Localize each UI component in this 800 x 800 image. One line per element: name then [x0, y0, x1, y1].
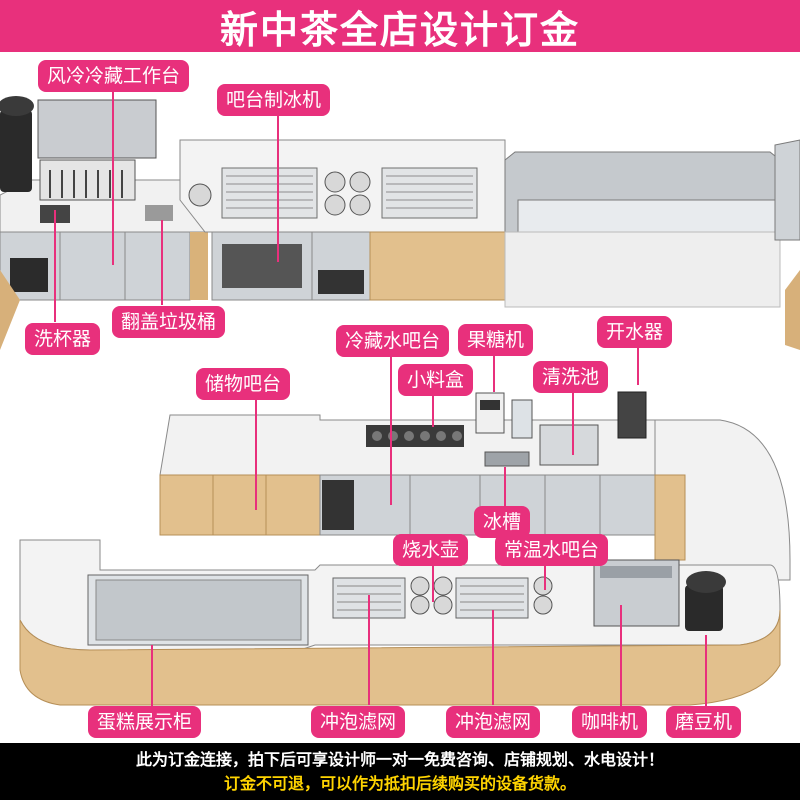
label-shao-shui-hu: 烧水壶: [393, 534, 469, 566]
label-mo-dou-ji: 磨豆机: [666, 706, 742, 738]
front-counter: [19, 539, 781, 706]
label-xi-bei-qi: 洗杯器: [25, 323, 101, 355]
label-chang-wen-shui-ba: 常温水吧台: [495, 534, 609, 566]
label-ba-tai-zhi-bing: 吧台制冰机: [217, 84, 331, 116]
label-guo-tang-ji: 果糖机: [458, 324, 534, 356]
label-qing-xi-chi: 清洗池: [533, 361, 609, 393]
footer-line-1: 此为订金连接，拍下后可享设计师一对一免费咨询、店铺规划、水电设计！: [135, 749, 664, 769]
footer-line-2: 订金不可退，可以作为抵扣后续购买的设备货款。: [223, 773, 576, 793]
label-kai-shui-qi: 开水器: [597, 316, 673, 348]
label-chu-wu-ba-tai: 储物吧台: [196, 368, 291, 400]
label-bing-cao: 冰槽: [474, 506, 531, 538]
label-leng-cang-shui-ba: 冷藏水吧台: [336, 325, 450, 357]
back-counter: [0, 96, 800, 350]
middle-counter: [159, 391, 791, 581]
label-dan-gao-zhan-shi: 蛋糕展示柜: [88, 706, 202, 738]
label-xiao-liao-he: 小料盒: [398, 364, 474, 396]
label-feng-leng: 风冷冷藏工作台: [38, 60, 190, 92]
label-fan-gai-la-ji: 翻盖垃圾桶: [112, 306, 226, 338]
label-chong-pao-lv-wang-1: 冲泡滤网: [311, 706, 406, 738]
page-title: 新中茶全店设计订金: [0, 0, 800, 52]
label-chong-pao-lv-wang-2: 冲泡滤网: [446, 706, 541, 738]
footer-notice: 此为订金连接，拍下后可享设计师一对一免费咨询、店铺规划、水电设计！ 订金不可退，…: [0, 743, 800, 800]
label-ka-fei-ji: 咖啡机: [572, 706, 648, 738]
